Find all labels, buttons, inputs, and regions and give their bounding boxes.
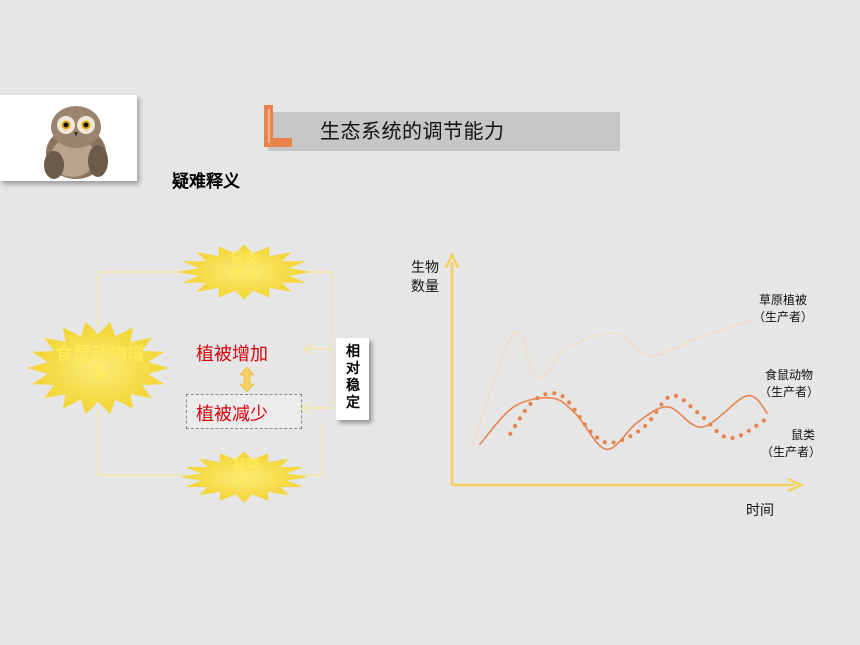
owl-image bbox=[44, 106, 108, 179]
series-mice-label: 鼠类 （生产者） bbox=[754, 427, 828, 461]
series-predator-note: （生产者） bbox=[758, 385, 819, 399]
burst-predators-increase-label: 食鼠动物增多 bbox=[55, 344, 145, 384]
x-axis-arrow bbox=[787, 477, 804, 493]
series-vegetation-label: 草原植被 （生产者） bbox=[748, 292, 818, 326]
vegetation-increase-label: 植被增加 bbox=[196, 344, 268, 365]
series-mice-name: 鼠类 bbox=[790, 428, 815, 442]
chart-x-label: 时间 bbox=[746, 503, 774, 519]
vegetation-decrease-box bbox=[186, 394, 302, 429]
cycle-connectors bbox=[97, 271, 333, 476]
title-bracket-icon bbox=[264, 105, 292, 147]
double-arrow-icon bbox=[239, 366, 255, 393]
vegetation-decrease-label: 植被减少 bbox=[196, 404, 268, 425]
section-subtitle: 疑难释义 bbox=[172, 172, 240, 192]
burst-mice-increase bbox=[178, 244, 310, 300]
y-axis-arrow bbox=[444, 252, 460, 269]
chart-y-label: 生物数量 bbox=[411, 260, 439, 295]
page-title: 生态系统的调节能力 bbox=[320, 119, 505, 143]
series-vegetation-name: 草原植被 bbox=[758, 293, 807, 307]
series-mice-line bbox=[508, 390, 770, 445]
relative-stability-box bbox=[336, 338, 369, 420]
arrow-to-decrease bbox=[300, 402, 311, 414]
series-vegetation-note: （生产者） bbox=[752, 310, 813, 324]
burst-mice-increase-label: 鼠类增多 bbox=[230, 251, 258, 282]
owl-photo bbox=[0, 95, 137, 181]
series-predator-name: 食鼠动物 bbox=[764, 368, 813, 382]
relative-stability-label: 相对稳定 bbox=[346, 344, 360, 411]
series-predator-label: 食鼠动物 （生产者） bbox=[752, 367, 826, 401]
series-vegetation-line bbox=[471, 319, 755, 446]
title-bar bbox=[268, 112, 620, 151]
burst-mice-decrease-label: 鼠类减少 bbox=[232, 457, 260, 488]
population-chart bbox=[444, 252, 804, 493]
arrow-to-increase bbox=[302, 343, 313, 355]
series-mice-note: （生产者） bbox=[760, 445, 821, 459]
burst-mice-decrease bbox=[181, 451, 307, 503]
burst-predators-increase bbox=[27, 321, 169, 415]
